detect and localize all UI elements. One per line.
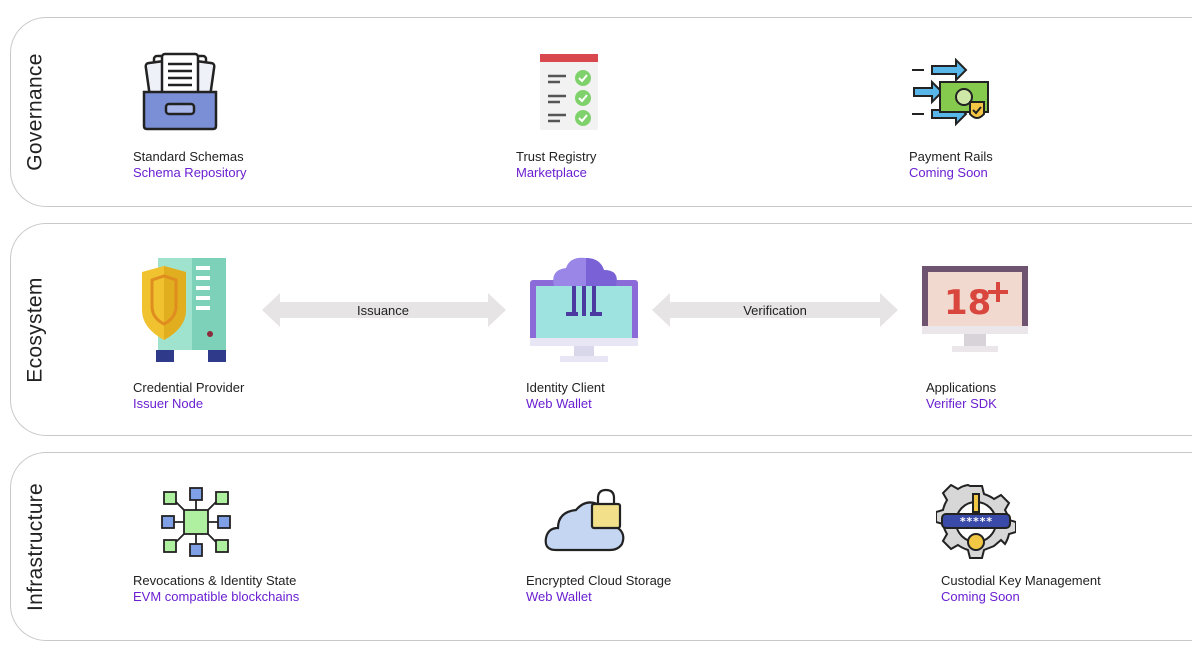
ecosystem-label: Ecosystem bbox=[24, 276, 47, 383]
schema-tray-icon bbox=[140, 52, 220, 137]
checklist-icon bbox=[536, 52, 602, 137]
verification-arrow bbox=[652, 293, 898, 327]
governance-label: Governance bbox=[24, 53, 47, 171]
svg-text:18: 18 bbox=[944, 283, 991, 323]
coming-soon-key-badge: Coming Soon bbox=[941, 589, 1020, 604]
web-wallet-link[interactable]: Web Wallet bbox=[526, 396, 592, 411]
gear-key-icon: ***** bbox=[935, 483, 1017, 565]
issuance-label: Issuance bbox=[356, 303, 410, 318]
cloud-monitor-icon bbox=[530, 256, 638, 369]
age-18-monitor-icon: 18 bbox=[922, 264, 1028, 361]
infrastructure-label: Infrastructure bbox=[24, 482, 48, 611]
standard-schemas-title: Standard Schemas bbox=[133, 149, 244, 164]
blockchain-network-icon bbox=[158, 484, 234, 565]
credential-provider-title: Credential Provider bbox=[133, 380, 245, 395]
custodial-key-management-title: Custodial Key Management bbox=[941, 573, 1101, 588]
schema-repository-link[interactable]: Schema Repository bbox=[133, 165, 247, 180]
trust-registry-title: Trust Registry bbox=[516, 149, 597, 164]
money-transfer-icon bbox=[910, 57, 994, 139]
encrypted-cloud-storage-title: Encrypted Cloud Storage bbox=[526, 573, 672, 588]
applications-title: Applications bbox=[926, 380, 997, 395]
cloud-lock-icon bbox=[544, 488, 626, 559]
verification-label: Verification bbox=[743, 303, 807, 318]
web-wallet-storage-link[interactable]: Web Wallet bbox=[526, 589, 592, 604]
payment-rails-title: Payment Rails bbox=[909, 149, 993, 164]
coming-soon-badge: Coming Soon bbox=[909, 165, 988, 180]
evm-blockchains-link[interactable]: EVM compatible blockchains bbox=[133, 589, 300, 604]
identity-client-title: Identity Client bbox=[526, 380, 605, 395]
revocations-title: Revocations & Identity State bbox=[133, 573, 297, 588]
issuer-node-link[interactable]: Issuer Node bbox=[133, 396, 204, 411]
issuance-arrow bbox=[262, 293, 506, 327]
marketplace-link[interactable]: Marketplace bbox=[516, 165, 587, 180]
verifier-sdk-link[interactable]: Verifier SDK bbox=[926, 396, 997, 411]
shield-server-icon bbox=[138, 258, 228, 367]
svg-text:*****: ***** bbox=[959, 515, 992, 528]
